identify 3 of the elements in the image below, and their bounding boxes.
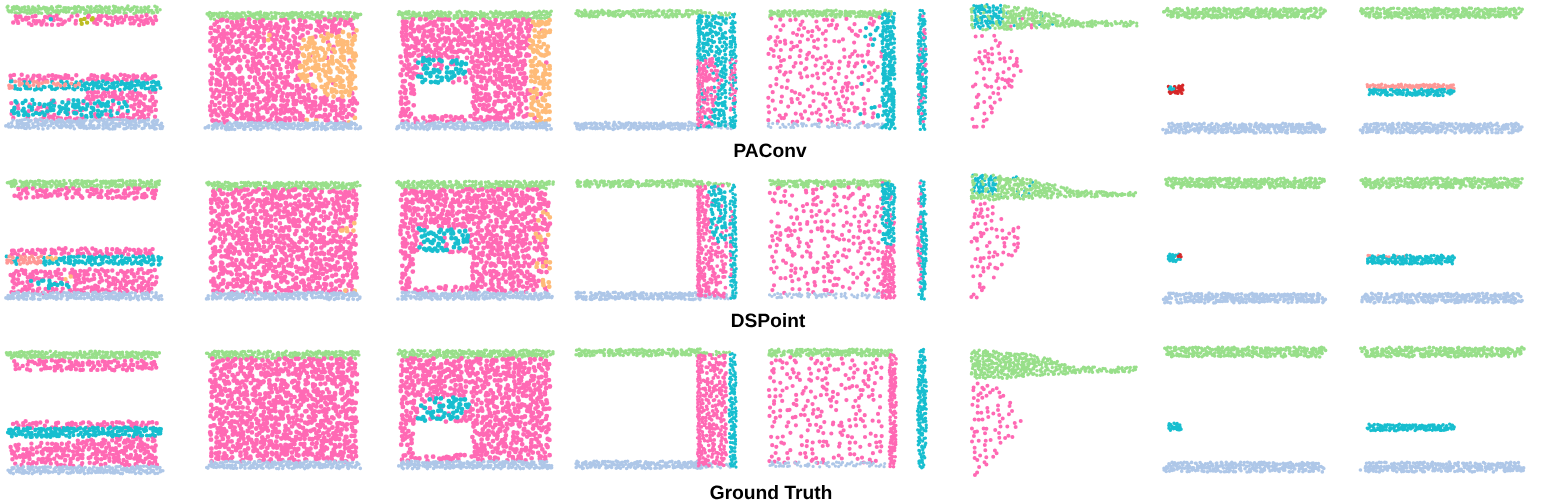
row-label: PAConv [734,143,807,158]
row-label: Ground Truth [710,485,832,500]
row-label: DSPoint [731,313,806,328]
